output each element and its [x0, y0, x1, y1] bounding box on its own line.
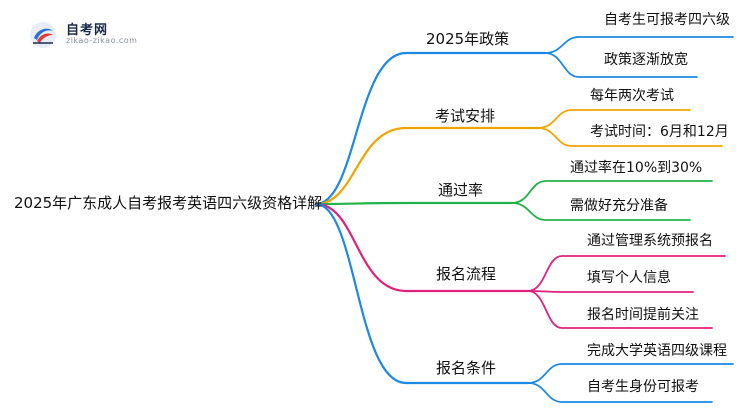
connector-leaf-3-2	[527, 290, 713, 329]
connector-leaf-2-0	[511, 180, 713, 204]
site-logo[interactable]: 自考网 zikao-zikao.com	[28, 18, 168, 50]
leaf-exam-months: 考试时间：6月和12月	[590, 124, 729, 140]
branch-pass-rate: 通过率	[438, 181, 484, 199]
leaf-policy-eligible: 自考生可报考四六级	[604, 12, 730, 28]
connector-branch-4	[314, 202, 530, 385]
connector-leaf-4-0	[527, 363, 734, 384]
logo-icon	[30, 22, 56, 48]
branch-exam-schedule: 考试安排	[435, 107, 496, 125]
connector-leaf-3-0	[527, 255, 726, 292]
leaf-exam-twice-yearly: 每年两次考试	[590, 88, 674, 104]
leaf-requirement-cet4-course: 完成大学英语四级课程	[587, 343, 727, 359]
branch-registration-process: 报名流程	[436, 265, 497, 283]
leaf-process-watch-dates: 报名时间提前关注	[587, 307, 699, 323]
connector-branch-0	[314, 51, 547, 206]
connector-leaf-1-0	[537, 109, 691, 129]
leaf-pass-rate-range: 通过率在10%到30%	[570, 160, 703, 176]
connector-branch-1	[314, 126, 540, 206]
connector-leaf-2-1	[511, 202, 691, 221]
root-topic: 2025年广东成人自考报考英语四六级资格详解	[14, 194, 323, 212]
leaf-process-fill-info: 填写个人信息	[587, 270, 671, 286]
logo-subtitle: zikao-zikao.com	[66, 36, 138, 45]
connector-branch-3	[314, 202, 530, 293]
branch-registration-requirements: 报名条件	[436, 359, 497, 377]
connector-leaf-0-1	[544, 52, 698, 78]
leaf-requirement-selfstudy-status: 自考生身份可报考	[587, 379, 699, 395]
connector-leaf-0-0	[544, 36, 734, 54]
connector-branch-2	[314, 201, 514, 206]
connector-leaf-4-1	[527, 382, 713, 403]
logo-title: 自考网	[66, 23, 109, 38]
branch-policy-2025: 2025年政策	[426, 30, 510, 48]
connector-leaf-1-1	[537, 127, 723, 147]
leaf-pass-prepare: 需做好充分准备	[570, 198, 668, 214]
leaf-policy-relaxed: 政策逐渐放宽	[604, 52, 688, 68]
leaf-process-preregister: 通过管理系统预报名	[587, 233, 713, 249]
connector-leaf-3-1	[527, 290, 694, 293]
